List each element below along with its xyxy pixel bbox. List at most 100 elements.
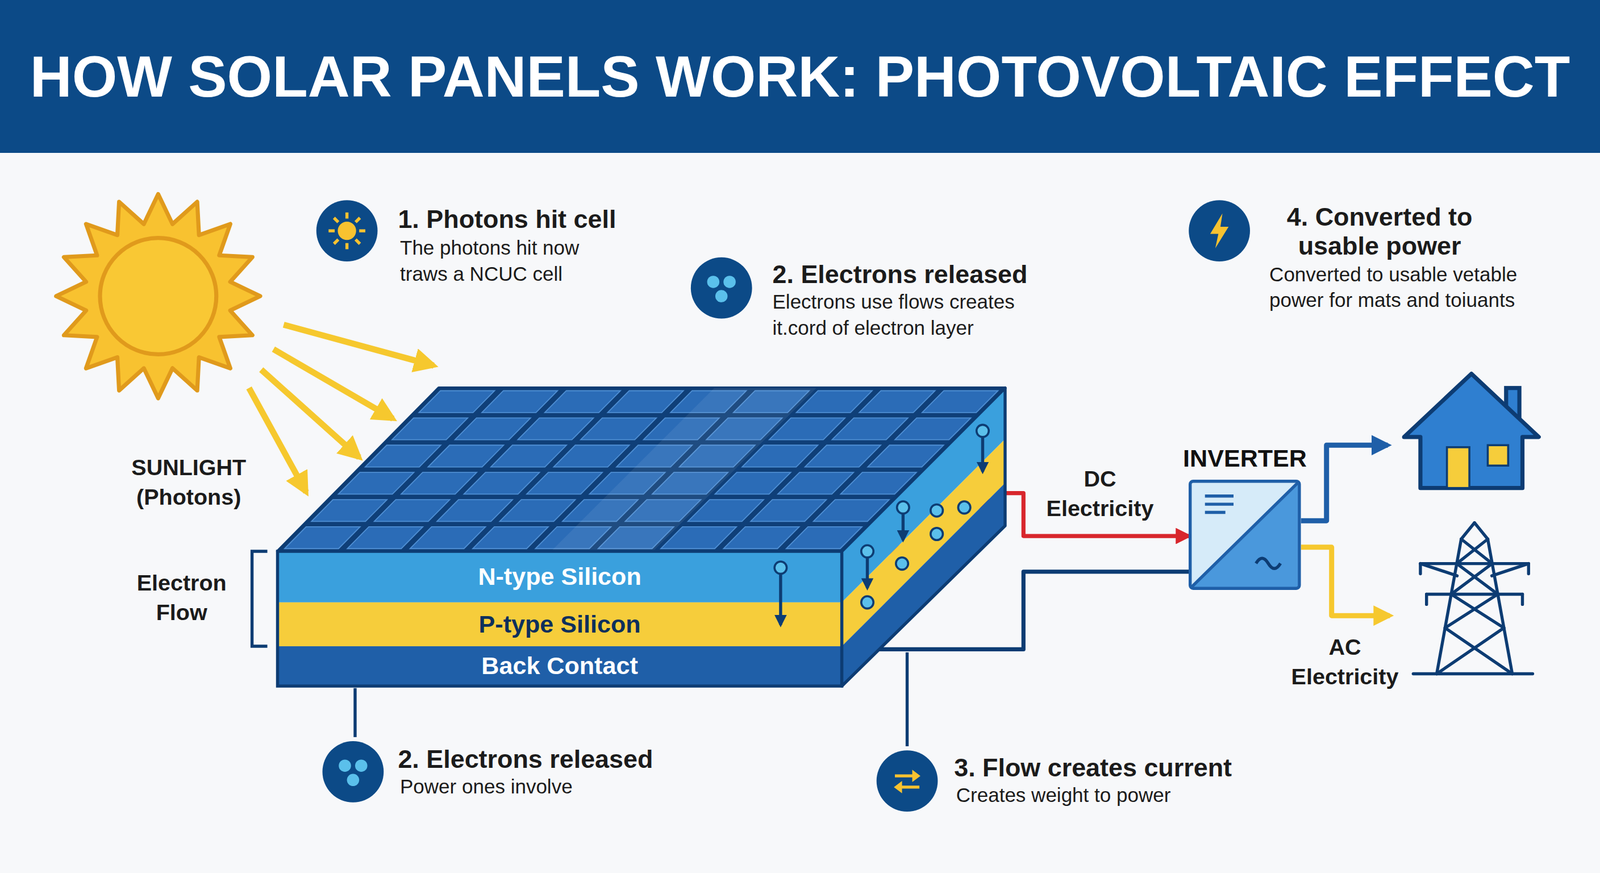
icon-ray (334, 217, 339, 223)
callout-text: Power ones involve (400, 773, 666, 800)
swap-icon (876, 750, 939, 812)
layer-name: Back Contact (481, 651, 638, 680)
pylon-strut (1425, 593, 1428, 604)
house-body (1403, 373, 1539, 489)
inverter-heading: INVERTER (1168, 440, 1322, 480)
icon-bolt (1210, 213, 1229, 249)
label-box: 4. Converted to usable power (1257, 202, 1503, 261)
part-label: SUNLIGHT (Photons) (112, 452, 266, 512)
label-box: The photons hit now traws a NCUC cell (400, 234, 610, 287)
solar-cell (517, 417, 594, 440)
solar-cell (284, 526, 361, 549)
solar-cell (401, 472, 477, 494)
ac-symbol-wave (1256, 557, 1281, 569)
solar-cell (607, 390, 683, 412)
pylon-strut (1413, 672, 1533, 675)
inverter-ac-half (1190, 481, 1300, 589)
electron (861, 544, 874, 558)
label-box: Converted to usable vetable power for ma… (1269, 261, 1550, 314)
icon-sun (337, 221, 356, 240)
pylon-strut (1444, 627, 1512, 674)
bolt-icon (1188, 200, 1250, 262)
electron-arrow (778, 573, 782, 625)
inverter-diagonal (1190, 481, 1299, 589)
sunlight-arrow (248, 388, 307, 493)
dc-symbol-line (1205, 510, 1226, 514)
inverter-frame (1190, 481, 1300, 589)
icon-ray (345, 243, 349, 250)
callout-text: Electrons use flows creates it.cord of e… (772, 288, 1049, 341)
panel-sheen (551, 388, 817, 552)
callout-text: Creates weight to power (956, 781, 1243, 808)
icon-dot (355, 759, 368, 772)
back-contact-layer: Back Contact (277, 646, 842, 686)
solar-cell (365, 444, 441, 467)
electrons (774, 424, 989, 625)
part-label: AC Electricity (1278, 632, 1411, 691)
icon-disc (690, 257, 753, 319)
pylon-strut (1444, 593, 1498, 628)
icon-arrow (901, 785, 920, 789)
pylon-strut (1456, 563, 1498, 595)
pylon-strut (1451, 563, 1493, 595)
pylon-strut (1527, 563, 1531, 574)
label-box: Electrons use flows creates it.cord of e… (772, 288, 1049, 341)
solar-cell (750, 499, 827, 522)
front-face-outline (277, 551, 842, 686)
title-bar: HOW SOLAR PANELS WORK: PHOTOVOLTAIC EFFE… (0, 0, 1600, 153)
back-contact-fill (277, 646, 842, 686)
sunlight-arrow (283, 324, 434, 366)
n-layer-fill (277, 551, 842, 603)
label-box: 1. Photons hit cell (397, 202, 694, 236)
solar-cell (805, 444, 881, 467)
solar-cell (490, 444, 567, 467)
icon-disc (1188, 200, 1250, 262)
solar-cell (338, 472, 415, 494)
solar-cell (347, 526, 423, 549)
p-layer-fill (277, 602, 842, 647)
house-door (1447, 447, 1470, 489)
solar-cell (723, 526, 799, 549)
dc-symbol-line (1205, 494, 1234, 498)
icon-dot (707, 275, 720, 289)
solar-cell (544, 390, 621, 412)
icon-disc (316, 200, 378, 262)
icon-dot (338, 759, 352, 772)
house-symbol (1403, 373, 1539, 489)
pylon-strut (1456, 538, 1489, 564)
dots-icon (322, 740, 385, 803)
sunlight-arrow (261, 369, 360, 457)
sunlight-arrow (273, 348, 393, 419)
electron (897, 501, 910, 514)
pylon-strut (1461, 522, 1475, 540)
electron-arrow (865, 557, 869, 589)
icon-disc (322, 740, 385, 803)
icon-dot (723, 275, 736, 289)
dots-icon (690, 257, 753, 319)
electron-arrow (901, 513, 905, 541)
edge-label: DC Electricity (1033, 464, 1166, 523)
icon-ray (359, 228, 366, 232)
solar-cell (311, 499, 387, 522)
electron-arrow (981, 436, 985, 472)
pylon-strut (1436, 627, 1504, 674)
icon-ray (355, 217, 361, 223)
icon-dot (715, 289, 728, 303)
solar-cell (580, 417, 657, 440)
solar-cell (464, 472, 540, 494)
title-text: HOW SOLAR PANELS WORK: PHOTOVOLTAIC EFFE… (30, 43, 1571, 111)
icon-disc (876, 750, 939, 812)
pylon-strut (1521, 593, 1524, 604)
icon-arrowhead (912, 769, 921, 782)
part-label: Electron Flow (115, 568, 248, 627)
solar-cell (777, 472, 854, 494)
icon-ray (345, 212, 349, 219)
leader-line (353, 688, 357, 737)
solar-cell (859, 390, 935, 412)
solar-cell (392, 417, 468, 440)
inverter-drawing (1188, 479, 1302, 590)
pylon-strut (1420, 561, 1529, 565)
solar-cell (831, 417, 908, 440)
pylon-strut (1451, 593, 1504, 628)
